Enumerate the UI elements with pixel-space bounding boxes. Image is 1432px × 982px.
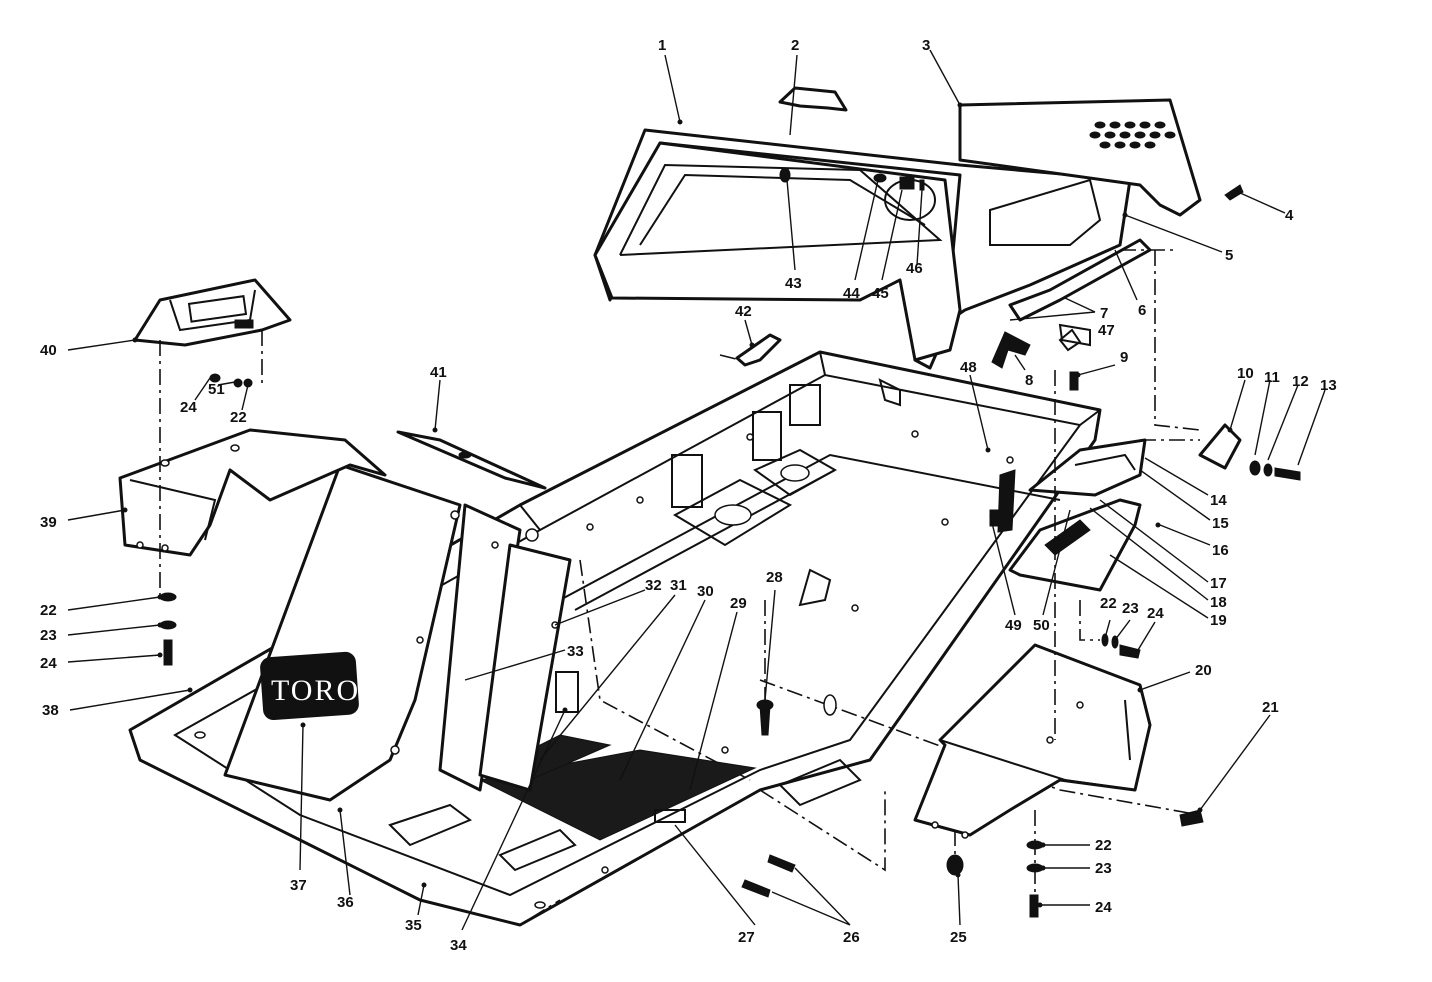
callout-18: 18 [1210,594,1227,611]
callout-40: 40 [40,342,57,359]
brand-logo: TORO [271,674,360,707]
callout-31: 31 [670,577,687,594]
callout-28: 28 [766,569,783,586]
callout-41: 41 [430,364,447,381]
callout-19: 19 [1210,612,1227,629]
callout-32: 32 [645,577,662,594]
callout-16: 16 [1212,542,1229,559]
callout-3: 3 [922,37,930,54]
callout-5: 5 [1225,247,1233,264]
callout-38: 38 [42,702,59,719]
callout-29: 29 [730,595,747,612]
callout-20: 20 [1195,662,1212,679]
callout-17: 17 [1210,575,1227,592]
callout-39: 39 [40,514,57,531]
callout-37: 37 [290,877,307,894]
callout-51: 51 [208,381,225,398]
callout-33: 33 [567,643,584,660]
assembly-lines [159,249,1201,895]
callout-6: 6 [1138,302,1146,319]
callout-48: 48 [960,359,977,376]
callout-50: 50 [1033,617,1050,634]
callout-42: 42 [735,303,752,320]
callout-15: 15 [1212,515,1229,532]
callout-26: 26 [843,929,860,946]
callout-44: 44 [843,285,860,302]
shift-lever [989,469,1016,533]
callout-49: 49 [1005,617,1022,634]
callout-34: 34 [450,937,467,954]
callout-24-br: 24 [1095,899,1112,916]
callout-22-left: 22 [40,602,57,619]
leader-lines [67,49,1326,931]
callout-23-br: 23 [1095,860,1112,877]
top-box [133,278,292,347]
callout-22-mid: 22 [1100,595,1117,612]
callout-24-left: 24 [40,655,57,672]
callout-9: 9 [1120,349,1128,366]
callout-21: 21 [1262,699,1279,716]
callout-24-top: 24 [180,399,197,416]
callout-47: 47 [1098,322,1115,339]
callout-10: 10 [1237,365,1254,382]
callout-45: 45 [872,285,889,302]
callout-dots [122,102,1233,908]
small-hardware [159,86,1301,918]
callout-25: 25 [950,929,967,946]
seat-bracket [118,428,387,557]
callout-7: 7 [1100,305,1108,322]
callout-12: 12 [1292,373,1309,390]
callout-8: 8 [1025,372,1033,389]
callout-30: 30 [697,583,714,600]
callout-13: 13 [1320,377,1337,394]
callout-35: 35 [405,917,422,934]
callout-2: 2 [791,37,799,54]
callout-43: 43 [785,275,802,292]
plate-41 [396,430,547,490]
callout-4: 4 [1285,207,1294,224]
right-floor-panel [913,643,1152,839]
callout-14: 14 [1210,492,1227,509]
callout-labels: 1 2 3 4 5 6 7 8 9 10 11 12 13 14 15 16 1… [40,37,1337,954]
callout-23-left: 23 [40,627,57,644]
callout-24-mid: 24 [1147,605,1164,622]
callout-36: 36 [337,894,354,911]
callout-46: 46 [906,260,923,277]
main-frame [128,350,1201,927]
callout-11: 11 [1264,369,1280,386]
dash-panel [438,503,579,792]
callout-23-mid: 23 [1122,600,1139,617]
callout-22-top: 22 [230,409,247,426]
callout-27: 27 [738,929,755,946]
callout-22-br: 22 [1095,837,1112,854]
callout-1: 1 [658,37,666,54]
rear-panel [958,98,1202,217]
